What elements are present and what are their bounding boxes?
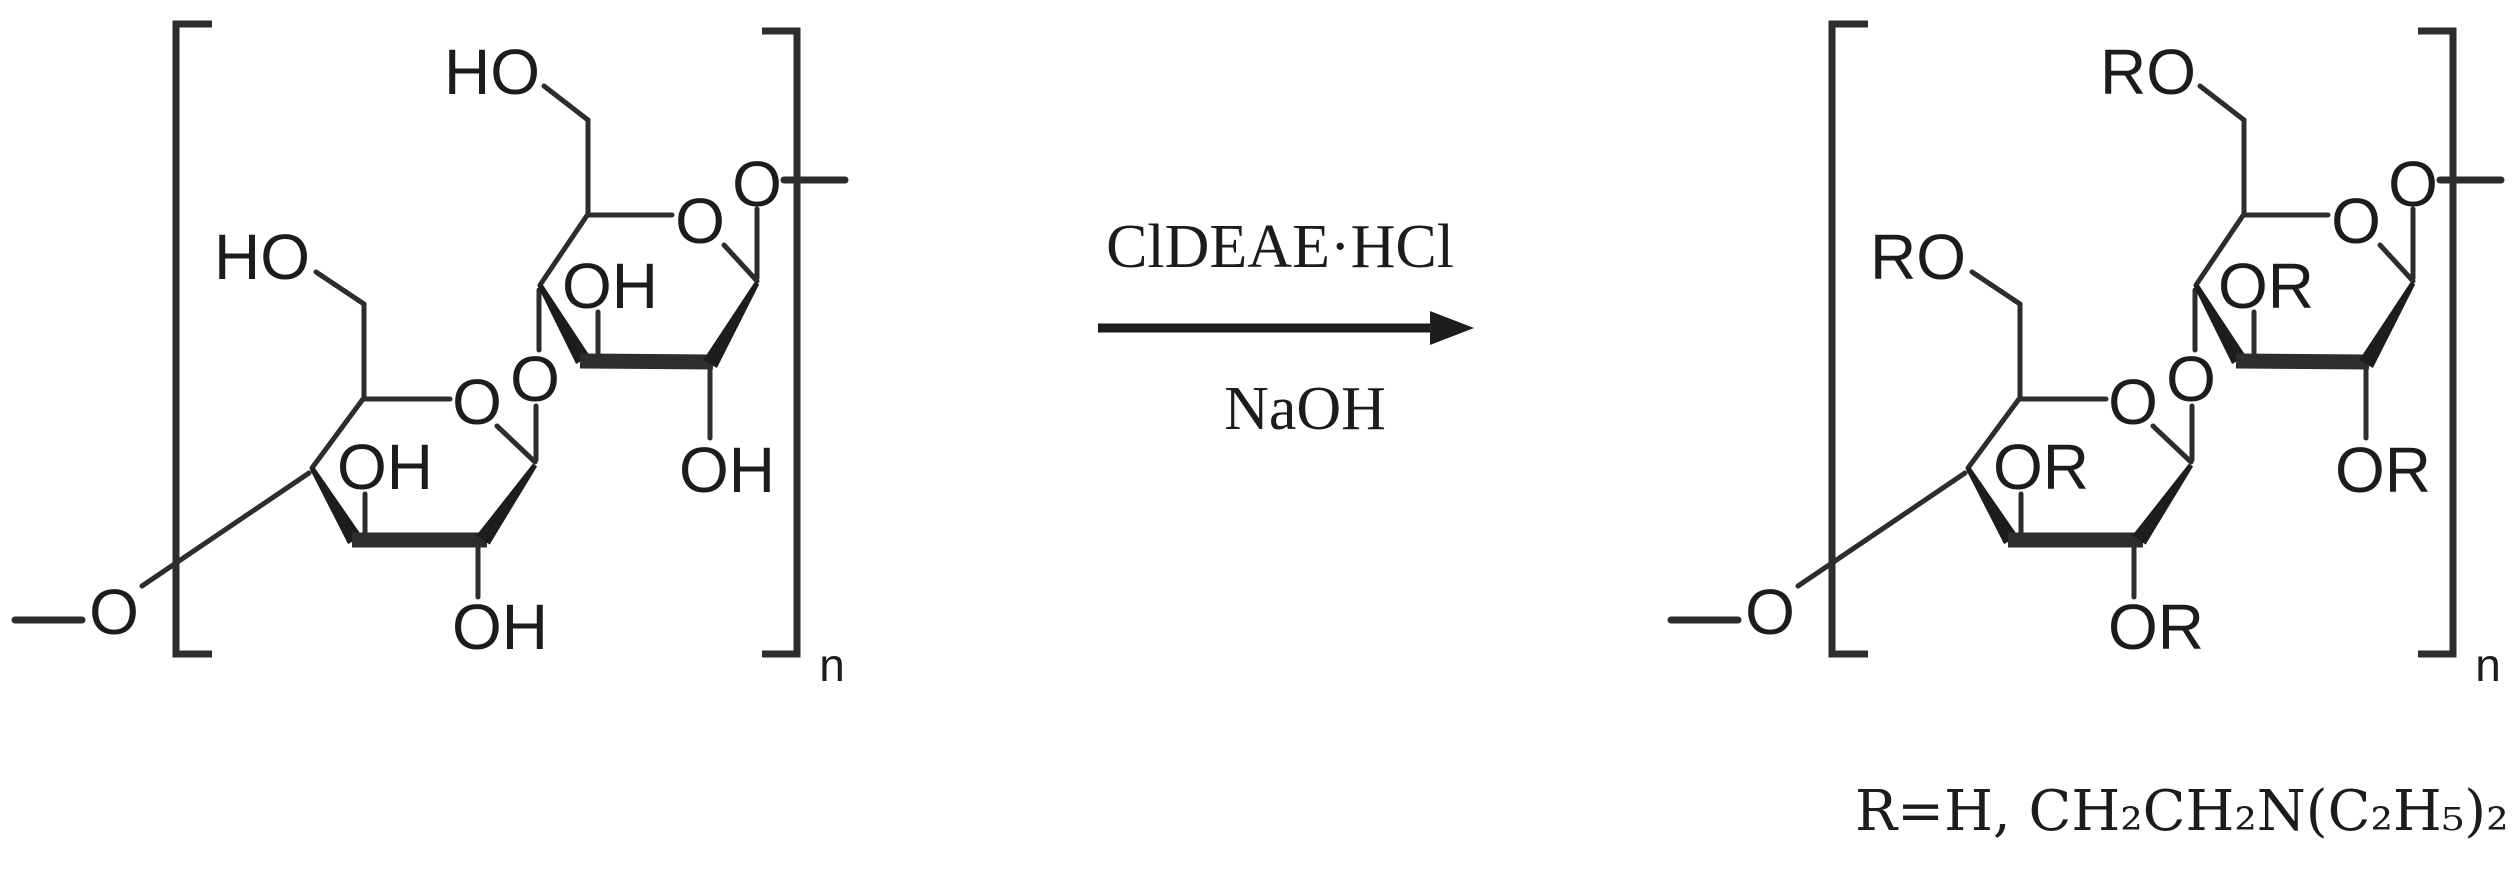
product-ro-top-label: RO [2100,36,2196,108]
reagent-below-label: NaOH [1224,375,1386,443]
reactant-repeat-n: n [819,639,845,691]
product-or-c2-lower: OR [2108,591,2204,663]
reactant-ho-top-label: HO [444,36,540,108]
reaction-arrow-group: ClDEAE·HCl NaOH [1098,213,1474,443]
product-ring-o-upper: O [2331,185,2381,257]
reactant-oh-c3-lower: OH [337,431,433,503]
reactant-structure: HO HO O O OH OH O O OH OH O n [15,24,845,691]
reaction-arrow-head [1430,311,1474,345]
product-structure: RO RO O O OR OR O O OR OR O n R=H, CH₂CH… [1671,24,2509,844]
reactant-terminal-o: O [89,576,139,648]
product-glycosidic-o: O [2166,343,2216,415]
reactant-oh-c2-upper: OH [679,434,775,506]
product-repeat-n: n [2475,639,2501,691]
product-or-c3-upper: OR [2218,250,2314,322]
reactant-oh-c3-upper: OH [562,250,658,322]
reactant-ho-mid-label: HO [214,221,310,293]
product-chain-o: O [2388,148,2438,220]
reactant-oh-c2-lower: OH [452,591,548,663]
product-or-c3-lower: OR [1993,431,2089,503]
r-group-definition: R=H, CH₂CH₂N(C₂H₅)₂ [1855,779,2509,844]
reactant-glycosidic-o: O [510,343,560,415]
reactant-chain-o: O [732,148,782,220]
reagent-above-label: ClDEAE·HCl [1106,213,1454,281]
product-terminal-o: O [1745,576,1795,648]
reactant-ring-o-lower: O [452,366,502,438]
product-skeleton [1671,24,2501,654]
product-ro-mid-label: RO [1870,221,1966,293]
product-ring-o-lower: O [2108,366,2158,438]
product-or-c2-upper: OR [2335,434,2431,506]
reactant-ring-o-upper: O [675,185,725,257]
reactant-skeleton [15,24,845,654]
